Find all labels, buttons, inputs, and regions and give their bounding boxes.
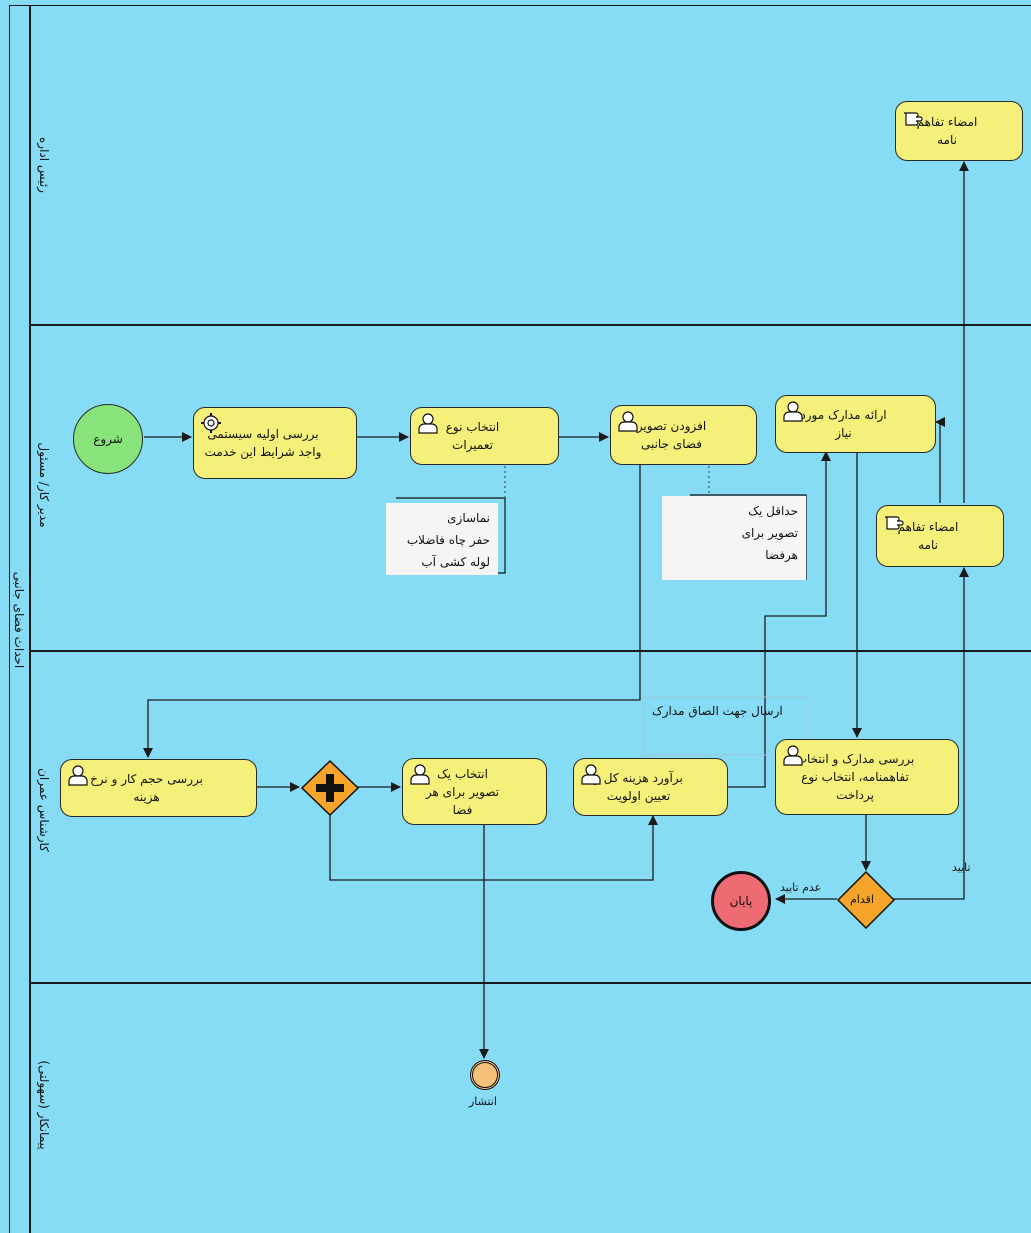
annotation-send-for-stamp: ارسال جهت الصاق مدارک <box>652 704 783 718</box>
end-event: پایان <box>711 871 771 931</box>
user-task-icon <box>783 401 803 422</box>
task-label: امضاء تفاهم نامه <box>897 520 959 552</box>
service-task-gear-icon <box>201 413 221 433</box>
gateway-label: اقدام <box>850 893 874 906</box>
task-label: افزودن تصویر فضای جانبی <box>636 419 707 451</box>
task-initial-review[interactable]: بررسی اولیه سیستمی واجد شرایط این خدمت <box>193 407 357 479</box>
task-label: امضاء تفاهم نامه <box>916 115 978 147</box>
flow-label-approve: تایید <box>952 861 971 874</box>
task-label: بررسی اولیه سیستمی واجد شرایط این خدمت <box>204 427 322 459</box>
user-task-icon <box>581 764 601 785</box>
user-task-icon <box>418 413 438 434</box>
task-sign-director[interactable]: امضاء تفاهم نامه <box>895 101 1023 161</box>
send-note-frame <box>642 696 809 756</box>
user-task-icon <box>68 765 88 786</box>
flow-gateway-estimate <box>329 815 658 881</box>
task-estimate-cost[interactable]: برآورد هزینه کل و تعیین اولویت <box>573 758 728 816</box>
task-label: انتخاب یک تصویر برای هر فضا <box>425 766 500 817</box>
task-select-repair-type[interactable]: انتخاب نوع تعمیرات <box>410 407 559 465</box>
task-review-docs[interactable]: بررسی مدارک و انتخاب تفاهمنامه، انتخاب ن… <box>775 739 959 815</box>
manual-task-icon <box>885 516 904 530</box>
annotation-repair-types: نماسازی حفر چاه فاضلاب لوله کشی آب <box>386 503 498 575</box>
end-event-label: پایان <box>729 894 753 908</box>
task-label: بررسی مدارک و انتخاب تفاهمنامه، انتخاب ن… <box>795 752 915 802</box>
pool-top-border <box>9 5 1031 6</box>
flow-add-reviewvolume <box>143 464 641 758</box>
intermediate-event <box>470 1060 500 1090</box>
pool-left-border <box>9 5 10 1233</box>
annotation-min-image: حداقل یک تصویر برای هرفضا <box>662 496 806 580</box>
bracket-min-image <box>690 494 807 580</box>
task-label: ارائه مدارک مورد نیاز <box>800 408 887 440</box>
task-label: برآورد هزینه کل و تعیین اولویت <box>594 771 683 803</box>
task-select-image[interactable]: انتخاب یک تصویر برای هر فضا <box>402 758 547 825</box>
task-review-volume[interactable]: بررسی حجم کار و نرخ هزینه <box>60 759 257 817</box>
lane-divider <box>30 982 1031 984</box>
intermediate-event-label: انتشار <box>469 1095 497 1108</box>
task-label: انتخاب نوع تعمیرات <box>445 420 500 452</box>
task-submit-docs[interactable]: ارائه مدارک مورد نیاز <box>775 395 936 453</box>
user-task-icon <box>410 764 430 785</box>
flow-label-reject: عدم تایید <box>780 881 822 894</box>
flow-sign-submit <box>935 417 945 503</box>
task-sign-manager[interactable]: امضاء تفاهم نامه <box>876 505 1004 567</box>
manual-task-icon <box>904 112 923 126</box>
task-label: بررسی حجم کار و نرخ هزینه <box>90 772 203 804</box>
task-add-images[interactable]: افزودن تصویر فضای جانبی <box>610 405 757 465</box>
lane-header-separator <box>29 5 31 1233</box>
exclusive-gateway-icon[interactable] <box>837 871 895 929</box>
user-task-icon <box>618 411 638 432</box>
start-event-label: شروع <box>93 432 123 446</box>
flow-estimate-submit <box>728 451 831 788</box>
user-task-icon <box>783 745 803 766</box>
flow-action-sign <box>893 567 969 900</box>
parallel-gateway-icon[interactable] <box>301 760 359 816</box>
lane-divider <box>30 650 1031 652</box>
start-event: شروع <box>73 404 143 474</box>
lane-divider <box>30 324 1031 326</box>
